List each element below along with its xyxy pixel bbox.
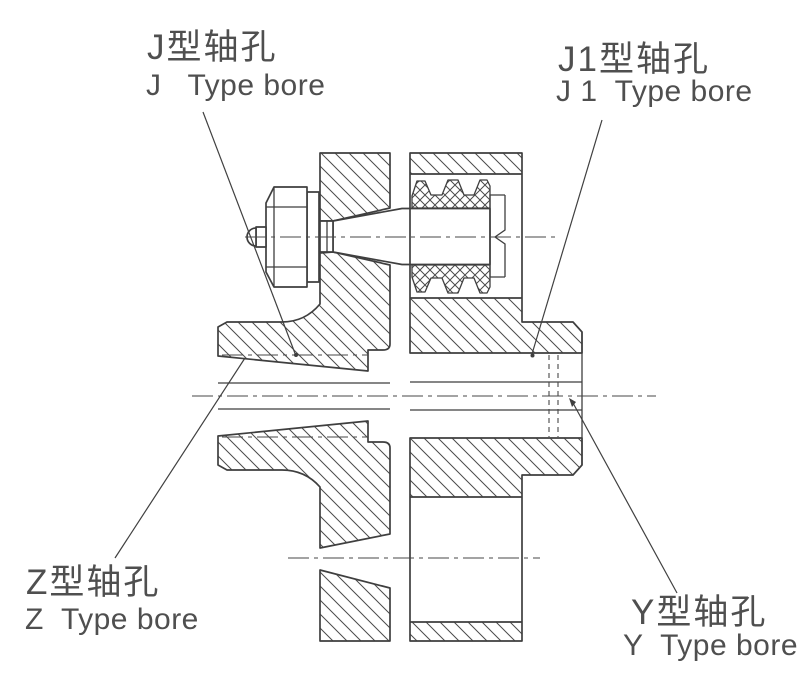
label-j-bore-cn: J型轴孔 xyxy=(147,28,278,67)
label-j1-bore-cn: J1型轴孔 xyxy=(558,40,710,79)
j-leader-dot xyxy=(294,353,298,357)
left-coupling-half xyxy=(217,152,391,642)
label-z-bore-en: Z Type bore xyxy=(25,603,199,636)
z-leader-line xyxy=(114,357,246,559)
j-leader-line xyxy=(202,111,297,357)
left-flange-below-empty-pin-hole xyxy=(319,569,391,642)
right-coupling-half xyxy=(409,152,583,642)
right-flange-lower-section xyxy=(409,437,583,642)
left-hub-lower-section xyxy=(217,420,391,549)
elastic-sleeve xyxy=(411,179,491,294)
left-hub-upper-section xyxy=(217,251,391,372)
label-j-bore-en: J Type bore xyxy=(146,69,326,102)
y-leader-arrowhead xyxy=(569,398,576,407)
elastic-sleeve-upper-band xyxy=(411,179,491,209)
right-flange-upper-section xyxy=(409,152,583,354)
label-j1-bore-en: J 1 Type bore xyxy=(556,75,753,108)
label-z-bore-cn: Z型轴孔 xyxy=(26,563,161,602)
left-flange-above-pin-hole xyxy=(319,152,391,222)
elastic-sleeve-lower-band xyxy=(411,264,491,294)
label-y-bore-cn: Y型轴孔 xyxy=(631,593,768,632)
pin-end-pocket xyxy=(489,194,506,278)
centerlines xyxy=(192,236,656,559)
label-y-bore-en: Y Type bore xyxy=(623,629,799,662)
j1-leader-dot xyxy=(530,353,535,358)
leader-lines xyxy=(114,111,678,594)
y-leader-line xyxy=(572,402,678,594)
j1-leader-line xyxy=(531,119,603,355)
